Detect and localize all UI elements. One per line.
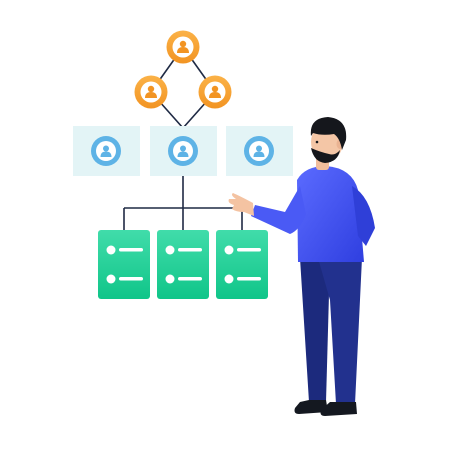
- bullet-icon: [165, 245, 175, 255]
- top-node: [166, 30, 200, 64]
- bullet-icon: [106, 274, 116, 284]
- user-icon: [177, 40, 189, 53]
- bullet-icon: [224, 245, 234, 255]
- top-node: [198, 75, 232, 109]
- bullet-icon: [224, 274, 234, 284]
- profile-card: [150, 126, 217, 176]
- user-icon: [177, 145, 189, 157]
- top-node: [134, 75, 168, 109]
- user-icon: [209, 85, 221, 98]
- profile-card: [73, 126, 140, 176]
- bullet-icon: [106, 245, 116, 255]
- presenter-person: [228, 117, 375, 416]
- list-card: [157, 230, 209, 299]
- bullet-icon: [165, 274, 175, 284]
- list-card: [98, 230, 150, 299]
- user-icon: [253, 145, 265, 157]
- list-card: [216, 230, 268, 299]
- tree-connectors: [123, 175, 243, 232]
- user-icon: [145, 85, 157, 98]
- user-icon: [100, 145, 112, 157]
- profile-card: [226, 126, 293, 176]
